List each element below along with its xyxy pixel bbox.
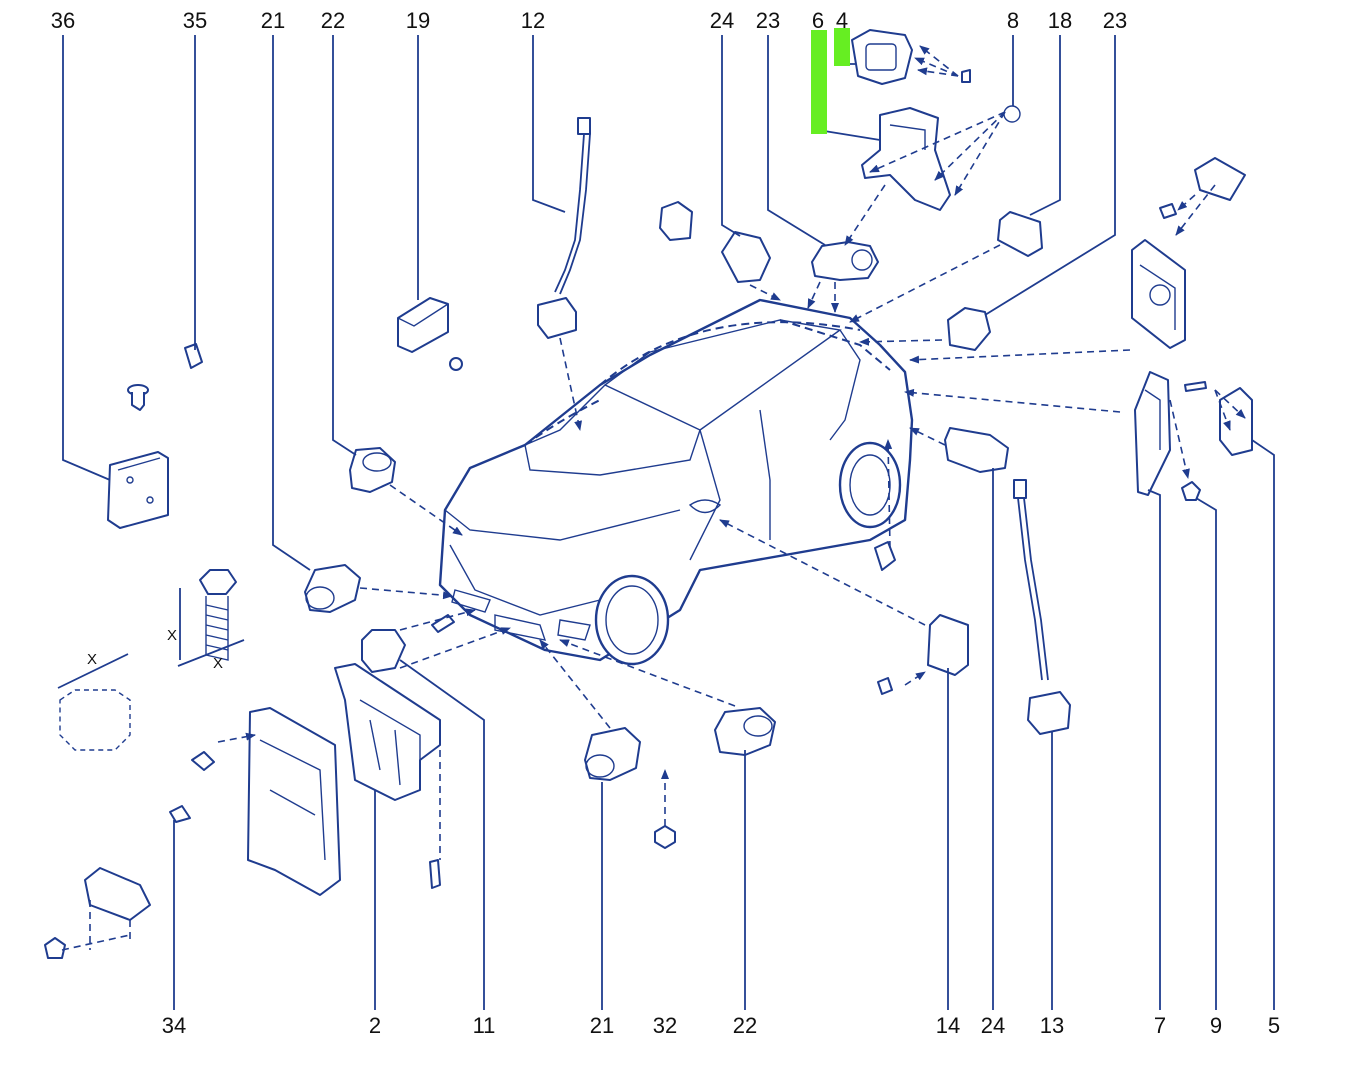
callout-label: 32	[653, 1013, 677, 1038]
sensor-22-top	[349, 447, 396, 493]
callout-label: 23	[756, 8, 780, 33]
bolt-dimension-diagram	[57, 569, 245, 751]
callout-label: 22	[321, 8, 345, 33]
callout-label: 34	[162, 1013, 186, 1038]
callout-label: 12	[521, 8, 545, 33]
bracket-2	[334, 663, 441, 889]
callout-label: 14	[936, 1013, 960, 1038]
callout-label: 5	[1268, 1013, 1280, 1038]
cover-5	[1219, 387, 1253, 456]
callout-label: 13	[1040, 1013, 1064, 1038]
assembly-arrows	[61, 45, 1246, 951]
sensor-24-top	[721, 231, 771, 283]
large-bracket	[191, 707, 341, 896]
cable-12	[537, 117, 591, 339]
cable-13	[1013, 479, 1071, 735]
callout-label: 21	[590, 1013, 614, 1038]
top-callout-labels: 36 35 21 22 19 12 24 23 6 4 8 18 23	[51, 8, 1127, 33]
callout-label: 6	[812, 8, 824, 33]
callout-label: 18	[1048, 8, 1072, 33]
clip-34	[44, 805, 191, 959]
callout-label: 8	[1007, 8, 1019, 33]
sensor-24-right	[944, 427, 1009, 473]
callout-label: 7	[1154, 1013, 1166, 1038]
sensor-23-top	[811, 241, 879, 281]
screw	[431, 614, 455, 633]
sensor-21-bottom	[584, 727, 641, 781]
module-36	[107, 451, 169, 529]
part-23-right	[947, 307, 991, 351]
nut-9	[1181, 381, 1207, 501]
callout-label: 21	[261, 8, 285, 33]
callout-label: 4	[836, 8, 848, 33]
sensor-22-bottom	[714, 707, 776, 756]
callout-label: 22	[733, 1013, 757, 1038]
clip-screw	[127, 384, 149, 411]
module-14	[877, 614, 969, 695]
bracket-7	[1134, 371, 1171, 496]
clip-top	[659, 201, 693, 241]
vehicle-outline	[438, 298, 914, 666]
sensor-21-top	[304, 564, 361, 613]
callout-label: 23	[1103, 8, 1127, 33]
bottom-callout-labels: 34 2 11 21 32 22 14 24 13 7 9 5	[162, 1013, 1280, 1038]
callout-label: 36	[51, 8, 75, 33]
dimension-label: X	[87, 651, 97, 668]
highlight-bar-4	[834, 28, 850, 66]
leader-lines	[62, 35, 1275, 1010]
bracket-6	[861, 105, 1021, 211]
dimension-label: X	[213, 655, 223, 672]
callout-label: 2	[369, 1013, 381, 1038]
sensor-11	[361, 629, 406, 673]
small-sensor	[874, 541, 896, 571]
highlight-bar-6	[811, 30, 827, 134]
dimension-label: X	[167, 627, 177, 644]
part-18	[997, 211, 1043, 257]
callout-label: 24	[710, 8, 734, 33]
module-19	[397, 297, 463, 371]
callout-label: 19	[406, 8, 430, 33]
dimension-labels: X X X	[87, 627, 223, 672]
callout-label: 11	[473, 1013, 496, 1038]
clip-35	[184, 343, 203, 369]
callout-label: 35	[183, 8, 207, 33]
callout-label: 9	[1210, 1013, 1222, 1038]
callout-label: 24	[981, 1013, 1005, 1038]
camera-4	[851, 29, 971, 85]
mounting-plate	[1131, 157, 1246, 349]
nut-32	[654, 825, 676, 849]
